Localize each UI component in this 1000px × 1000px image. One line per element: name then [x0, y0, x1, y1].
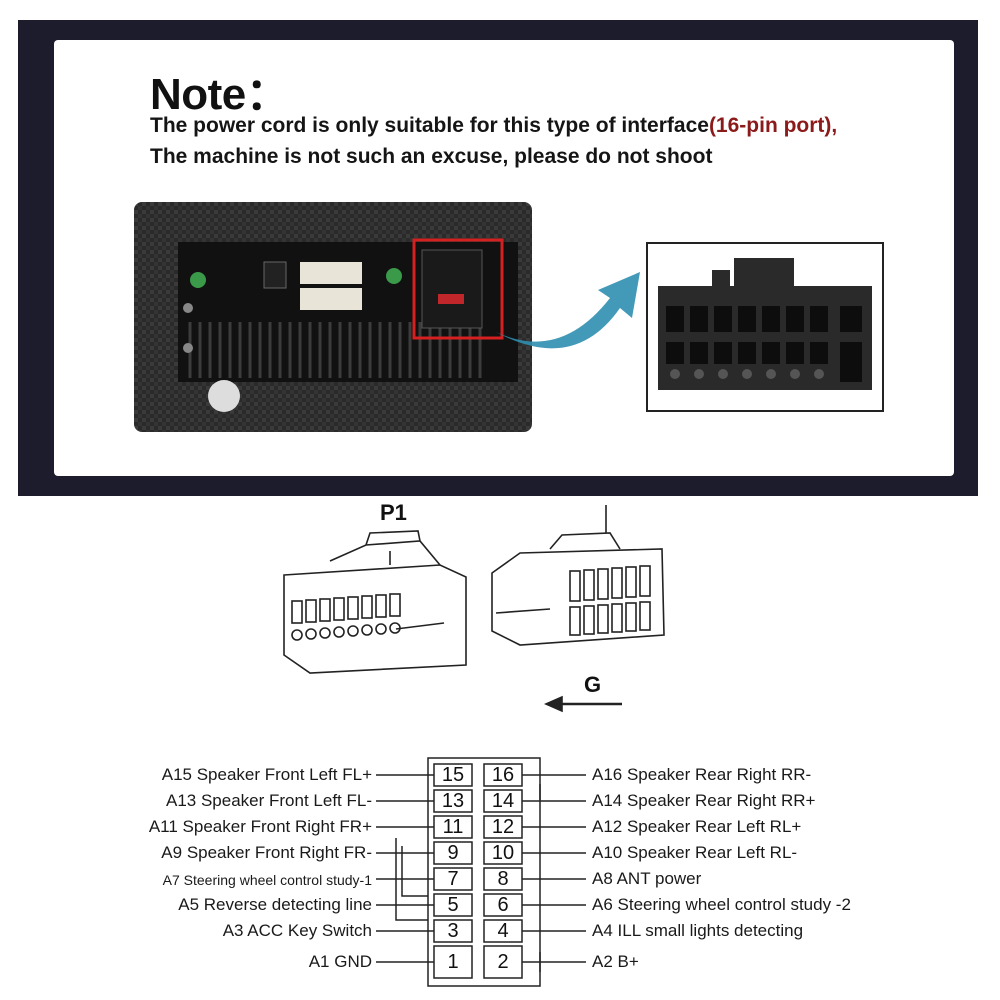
pin-number: 6: [497, 894, 509, 916]
pinout-diagram: [376, 757, 586, 987]
pin-label-right: A10 Speaker Rear Left RL-: [592, 843, 798, 862]
pin-label-right: A16 Speaker Rear Right RR-: [592, 765, 812, 784]
pin-leader-lines: [376, 774, 586, 963]
head-unit-rear-image: [134, 202, 532, 432]
pin-label-right: A8 ANT power: [592, 869, 702, 888]
pin-number: 5: [447, 894, 459, 916]
pin-number: 14: [491, 790, 515, 812]
pin-label-right: A12 Speaker Rear Left RL+: [592, 817, 802, 836]
callout-arrow-icon: [496, 272, 640, 349]
pin-label-left: A3 ACC Key Switch: [222, 921, 372, 940]
note-title: Note：: [150, 70, 290, 119]
pin-label-right: A4 ILL small lights detecting: [592, 921, 804, 940]
pin-number: 9: [447, 842, 459, 864]
pin-label-left: A7 Steering wheel control study-1: [162, 872, 372, 888]
pin-number: 1: [447, 951, 459, 973]
pin-number: 16: [491, 764, 515, 786]
g-label: G: [584, 672, 602, 697]
pin-label-left: A1 GND: [308, 952, 372, 971]
p1-label: P1: [380, 500, 407, 525]
note-line-2: The machine is not such an excuse, pleas…: [150, 145, 713, 168]
note-line-1-text: The power cord is only suitable for this…: [150, 114, 709, 137]
pin-label-left: A11 Speaker Front Right FR+: [148, 817, 372, 836]
pin-label-left: A9 Speaker Front Right FR-: [161, 843, 372, 862]
pin-number: 4: [497, 920, 509, 942]
pin-label-left: A13 Speaker Front Left FL-: [166, 791, 372, 810]
connector-line-art: [283, 505, 665, 713]
note-line-1: The power cord is only suitable for this…: [150, 114, 837, 138]
pin-label-right: A6 Steering wheel control study -2: [592, 895, 851, 914]
pin-number: 12: [491, 816, 515, 838]
note-line-1-highlight: (16-pin port),: [708, 114, 838, 137]
connector-zoom-image: [646, 242, 884, 412]
pin-label-right: A2 B+: [592, 952, 639, 971]
connector-zoom-drawing: [658, 258, 872, 390]
pin-number: 15: [441, 764, 465, 786]
pin-number: 7: [447, 868, 459, 890]
pin-block-frame: [427, 757, 541, 987]
pin-number: 13: [441, 790, 465, 812]
pin-label-right: A14 Speaker Rear Right RR+: [592, 791, 816, 810]
pin-label-left: A15 Speaker Front Left FL+: [161, 765, 372, 784]
pin-number: 10: [491, 842, 515, 864]
pin-number: 8: [497, 868, 509, 890]
pin-number: 3: [447, 920, 459, 942]
pin-number: 11: [442, 816, 464, 838]
pin-number: 2: [497, 951, 509, 973]
pin-label-left: A5 Reverse detecting line: [178, 895, 372, 914]
